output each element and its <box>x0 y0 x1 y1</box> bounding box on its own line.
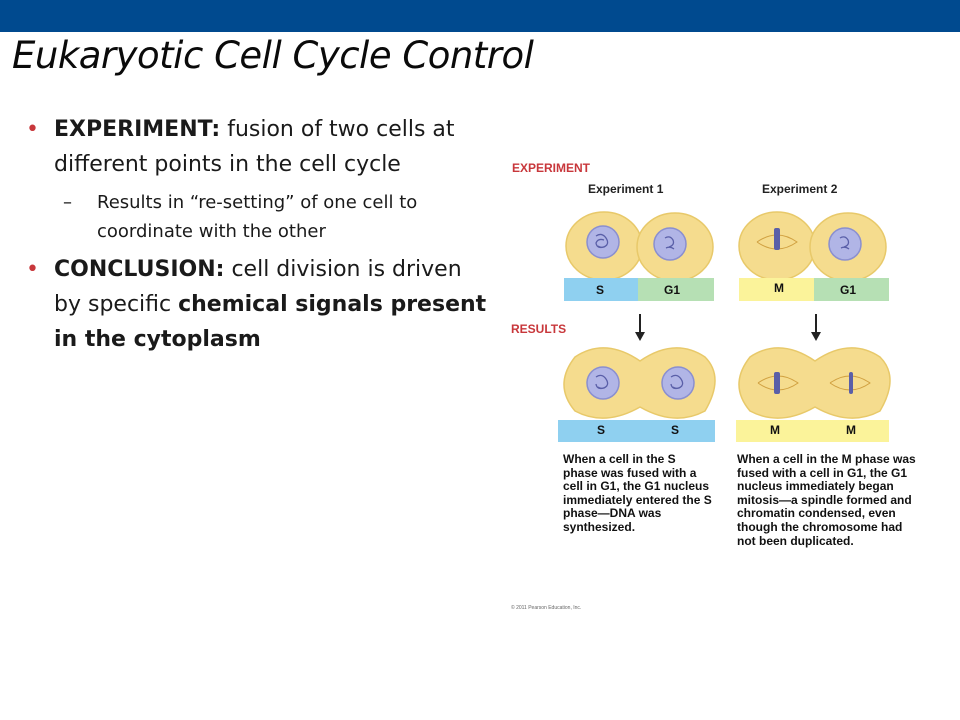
experiment-label: EXPERIMENT <box>512 161 591 175</box>
bullet-experiment: • EXPERIMENT: fusion of two cells at dif… <box>20 112 490 182</box>
exp1-cells-top <box>565 211 714 282</box>
bullet-dot-icon: • <box>26 257 39 282</box>
phase-label-s: S <box>596 283 605 297</box>
slide-title: Eukaryotic Cell Cycle Control <box>12 34 534 77</box>
results-label: RESULTS <box>511 322 567 336</box>
bullet-text: cell division is driven by specific <box>54 257 462 317</box>
bullet-text: fusion of two cells at different points … <box>54 117 455 177</box>
phase-label-s: S <box>671 423 680 437</box>
phase-label-m: M <box>774 281 784 295</box>
sub-bullet-text: Results in “re-setting” of one cell to c… <box>97 192 418 242</box>
bullet-bold-label: EXPERIMENT: <box>54 117 221 142</box>
bullet-conclusion: • CONCLUSION: cell division is driven by… <box>20 252 490 357</box>
down-arrow-icon <box>811 314 821 341</box>
phase-label-s: S <box>597 423 606 437</box>
caption-experiment-1: When a cell in the S phase was fused wit… <box>563 452 712 534</box>
bullet-bold-label: CONCLUSION: <box>54 257 225 282</box>
top-bar <box>0 0 960 32</box>
phase-label-g1: G1 <box>664 283 681 297</box>
bullet-list: • EXPERIMENT: fusion of two cells at dif… <box>20 112 490 363</box>
exp1-fused-cell <box>563 347 716 419</box>
phase-label-g1: G1 <box>840 283 857 297</box>
sub-bullet-results: – Results in “re-setting” of one cell to… <box>20 188 490 246</box>
phase-bar-g1 <box>814 278 889 301</box>
bullet-bold-text: chemical signals present in the cytoplas… <box>54 292 487 352</box>
down-arrow-icon <box>635 314 645 341</box>
exp2-fused-cell <box>738 347 891 419</box>
phase-bar-m <box>739 278 814 301</box>
bullet-dot-icon: • <box>26 117 39 142</box>
phase-label-m: M <box>770 423 780 437</box>
experiment-2-title: Experiment 2 <box>762 182 838 196</box>
dash-icon: – <box>63 192 72 213</box>
exp2-cells-top <box>738 211 887 282</box>
phase-bar-m-fused <box>736 420 889 442</box>
phase-bar-s <box>564 278 638 301</box>
phase-bar-g1 <box>638 278 714 301</box>
copyright-notice: © 2011 Pearson Education, Inc. <box>511 605 582 611</box>
phase-label-m: M <box>846 423 856 437</box>
experiment-1-title: Experiment 1 <box>588 182 664 196</box>
caption-experiment-2: When a cell in the M phase was fused wit… <box>737 452 916 548</box>
phase-bar-s-fused <box>558 420 715 442</box>
